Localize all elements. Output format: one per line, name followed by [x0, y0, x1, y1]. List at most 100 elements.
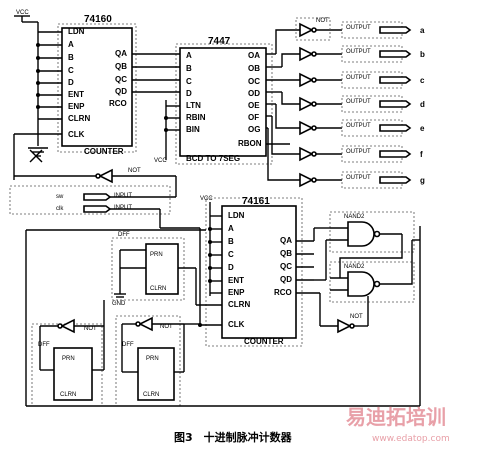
decoder-7447-pin-oc: OC [248, 77, 260, 86]
dff-bottom-middle: DFF PRN CLRN NOT [115, 315, 200, 407]
decoder-7447-footer: BCD TO 7SEG [186, 154, 240, 163]
input-sw-name: sw [56, 194, 64, 200]
segment-g: OUTPUT g [266, 127, 425, 189]
counter-74160-pin-d: D [68, 78, 74, 87]
segment-b: OUTPUT b [266, 45, 425, 68]
rco-not-gate: NOT [319, 293, 369, 334]
not-gate-sw-icon [98, 168, 113, 184]
counter-74160-pin-qd: QD [115, 87, 127, 96]
counter-74161-body [221, 205, 297, 339]
segment-e: OUTPUT e [266, 103, 425, 137]
nand-gate-1-icon [347, 221, 375, 247]
not-gate-g-icon [299, 172, 314, 188]
output-pin-c-icon [379, 76, 412, 84]
output-pin-d-icon [379, 100, 412, 108]
counter-74161-pin-ent: ENT [228, 276, 244, 285]
not-gate-e-icon [299, 120, 314, 136]
input-clk-name: clk [56, 206, 64, 212]
segment-outputs: NOT OUTPUT a OUTPUT b OUTPUT c [266, 17, 425, 189]
feedback-wiring [25, 229, 420, 407]
counter-74160-pin-a: A [68, 40, 74, 49]
counter-74160-title: 74160 [84, 14, 112, 25]
counter-74161-pin-d: D [228, 263, 234, 272]
input-pin-sw-icon [83, 193, 112, 201]
decoder-7447-pin-oe: OE [248, 101, 260, 110]
not-label-left: NOT [84, 326, 97, 332]
figure-caption: 图3 十进制脉冲计数器 [174, 430, 293, 444]
counter-74161-footer: COUNTER [244, 337, 284, 346]
decoder-7447-body [179, 47, 267, 157]
output-pin-e-name: e [420, 124, 425, 133]
counter-74160-pin-ent: ENT [68, 90, 84, 99]
dff-mid-body [137, 347, 175, 401]
counter-74160-input-wiring: VCC [13, 10, 62, 180]
output-pin-g-name: g [420, 176, 425, 185]
nand-gate-2-icon [347, 271, 375, 297]
nand-gates: NAND2 NAND2 [313, 211, 421, 406]
decoder-7447-pin-ob: OB [248, 64, 260, 73]
dff-bottom-left: DFF PRN CLRN NOT [31, 318, 105, 407]
not-gate-mid-icon [138, 316, 153, 332]
not-label-sw: NOT [128, 168, 141, 174]
counter-74160-pin-ldn: LDN [68, 27, 85, 36]
decoder-7447-pin-of: OF [248, 113, 259, 122]
output-label-b: OUTPUT [346, 49, 371, 55]
counter-74160-pin-b: B [68, 53, 74, 62]
segment-a: NOT OUTPUT a [266, 17, 425, 55]
not-gate-d-icon [299, 96, 314, 112]
counter-74161-title: 74161 [242, 196, 270, 207]
counter-74161-outline [205, 197, 303, 347]
output-pin-b-name: b [420, 50, 425, 59]
dff-mid-label: DFF [122, 342, 134, 348]
output-pin-d-name: d [420, 100, 425, 109]
decoder-7447-pin-oa: OA [248, 51, 260, 60]
dff-top: DFF PRN CLRN GND [111, 232, 197, 307]
counter-74160-pin-qa: QA [115, 49, 127, 58]
not-gate-left-icon [60, 318, 75, 334]
output-pin-f-icon [379, 150, 412, 158]
output-label-d: OUTPUT [346, 99, 371, 105]
counter-74161-pin-clrn: CLRN [228, 300, 250, 309]
counter-74161-pin-qd: QD [280, 275, 292, 284]
counter-74161-pin-qb: QB [280, 249, 292, 258]
segment-f: OUTPUT f [266, 115, 423, 163]
dff-left-clrn: CLRN [60, 392, 76, 398]
dff-mid-clrn: CLRN [143, 392, 159, 398]
counter-74161-input-wiring: VCC [159, 196, 320, 327]
counter-74161-pin-ldn: LDN [228, 211, 245, 220]
counter-74160-pin-clrn: CLRN [68, 114, 90, 123]
output-pin-c-name: c [420, 76, 425, 85]
decoder-7447-pin-a: A [186, 51, 192, 60]
segment-c: OUTPUT c [266, 71, 425, 89]
decoder-7447-pin-c: C [186, 77, 192, 86]
output-pin-f-name: f [420, 150, 423, 159]
output-pin-g-icon [379, 176, 412, 184]
not-gate-a-icon [299, 22, 314, 38]
decoder-7447-pin-ltn: LTN [186, 101, 201, 110]
nand-label-2: NAND2 [344, 264, 365, 270]
output-pin-e-icon [379, 124, 412, 132]
counter-74161-pin-b: B [228, 237, 234, 246]
segment-d: OUTPUT d [266, 91, 425, 113]
output-pin-b-icon [379, 50, 412, 58]
dff-top-label: DFF [118, 232, 130, 238]
decoder-7447-pin-rbon: RBON [238, 139, 262, 148]
counter-74160-pin-qc: QC [115, 75, 127, 84]
counter-74161: 74161 LDN A B C D ENT ENP CLRN CLK QA QB… [205, 196, 303, 347]
counter-74160-pin-qb: QB [115, 62, 127, 71]
watermark-text: 易迪拓培训 [346, 405, 446, 429]
decoder-7447-pin-og: OG [248, 125, 260, 134]
counter-74160: 74160 LDN A B C D ENT ENP CLRN CLK QA QB… [57, 14, 137, 156]
output-pin-a-name: a [420, 26, 425, 35]
vcc-label-2: VCC [154, 158, 167, 164]
not-label-a: NOT [316, 18, 329, 24]
counter-74160-pin-c: C [68, 66, 74, 75]
counter-74161-pin-qa: QA [280, 236, 292, 245]
counter-74161-pin-rco: RCO [274, 288, 292, 297]
not-gate-b-icon [299, 46, 314, 62]
dff-top-body [145, 243, 179, 295]
decoder-7447-pin-d: D [186, 89, 192, 98]
counter-74161-pin-clk: CLK [228, 320, 245, 329]
dff-top-clrn: CLRN [150, 286, 166, 292]
